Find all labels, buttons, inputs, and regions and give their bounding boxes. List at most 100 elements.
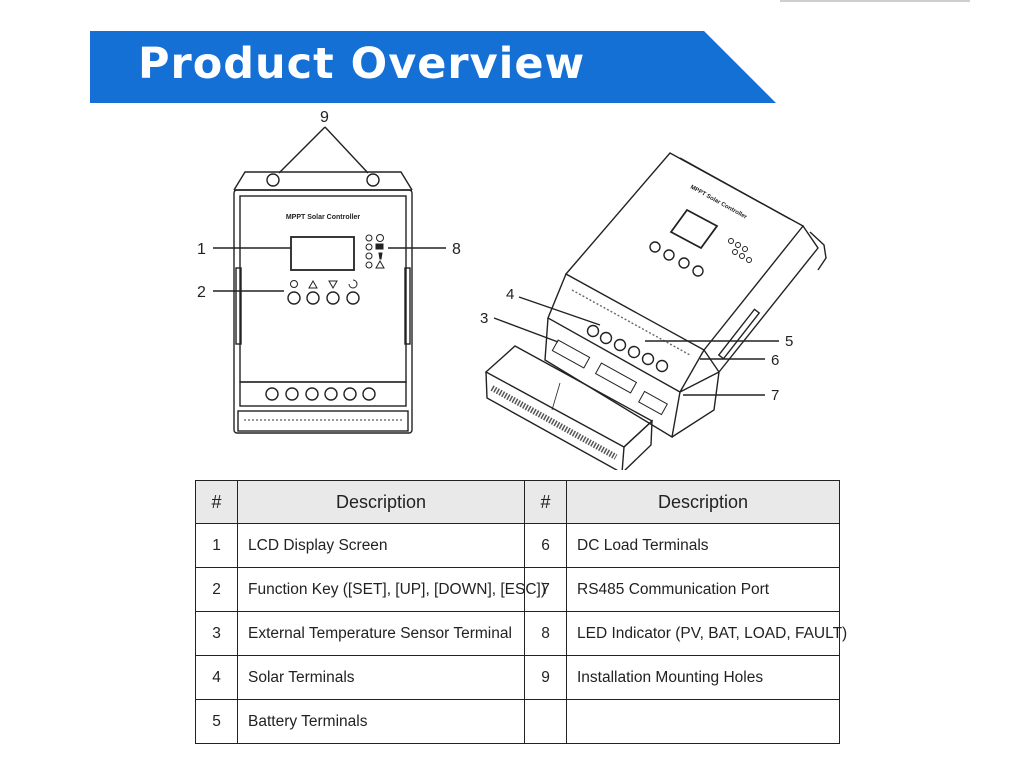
controller-body bbox=[233, 189, 413, 434]
mounting-hole-left bbox=[266, 173, 280, 187]
banner-shape bbox=[90, 31, 776, 103]
header-num-left: # bbox=[195, 480, 238, 524]
row-num: 5 bbox=[195, 699, 238, 744]
up-icon bbox=[308, 279, 318, 289]
iso-view bbox=[484, 152, 827, 470]
bulb-icon bbox=[378, 252, 383, 260]
row-desc: DC Load Terminals bbox=[566, 523, 840, 568]
row-num: 4 bbox=[195, 655, 238, 700]
key-icons bbox=[290, 279, 358, 290]
header-num-right: # bbox=[524, 480, 567, 524]
row-desc: Installation Mounting Holes bbox=[566, 655, 840, 700]
front-panel bbox=[239, 195, 407, 383]
iso-lcd-display bbox=[669, 208, 719, 250]
iso-vent-upper bbox=[571, 289, 691, 356]
led-pv bbox=[365, 234, 373, 242]
right-rail bbox=[404, 267, 411, 345]
mounting-hole-right bbox=[366, 173, 380, 187]
top-rule bbox=[780, 0, 970, 2]
iso-cover-top bbox=[484, 345, 654, 448]
table-row: 4 Solar Terminals 9 Installation Mountin… bbox=[195, 655, 840, 700]
callout-line-4 bbox=[518, 296, 601, 326]
globe-icon bbox=[376, 234, 384, 242]
iso-right-rail bbox=[809, 231, 827, 271]
callout-6: 6 bbox=[771, 352, 779, 369]
row-desc: LCD Display Screen bbox=[237, 523, 525, 568]
led-fault bbox=[365, 261, 373, 269]
table-row: 3 External Temperature Sensor Terminal 8… bbox=[195, 611, 847, 656]
set-icon bbox=[290, 280, 298, 288]
terminal-strip bbox=[239, 381, 407, 407]
row-num: 6 bbox=[524, 523, 567, 568]
page-title: Product Overview bbox=[138, 39, 586, 89]
row-desc: Function Key ([SET], [UP], [DOWN], [ESC]… bbox=[237, 567, 546, 612]
callout-line-3 bbox=[493, 317, 559, 343]
led-indicators bbox=[365, 234, 385, 269]
row-num: 9 bbox=[524, 655, 567, 700]
iso-terminal-blocks bbox=[551, 339, 668, 416]
battery-icon bbox=[375, 243, 384, 250]
iso-top-edge bbox=[679, 157, 791, 220]
key-set bbox=[287, 291, 301, 305]
table-row: 2 Function Key ([SET], [UP], [DOWN], [ES… bbox=[195, 567, 840, 612]
iso-right-side bbox=[703, 225, 819, 374]
iso-terminal-face bbox=[544, 317, 681, 439]
callout-5: 5 bbox=[785, 333, 793, 350]
iso-side-slot bbox=[717, 308, 761, 360]
iso-function-keys bbox=[649, 241, 704, 277]
row-desc: External Temperature Sensor Terminal bbox=[237, 611, 525, 656]
front-view bbox=[213, 126, 446, 434]
vent-base bbox=[237, 410, 409, 432]
row-desc: LED Indicator (PV, BAT, LOAD, FAULT) bbox=[566, 611, 847, 656]
callout-8: 8 bbox=[452, 241, 461, 258]
key-down bbox=[326, 291, 340, 305]
warning-icon bbox=[375, 259, 385, 269]
esc-icon bbox=[348, 279, 358, 289]
iso-terminal-ports bbox=[586, 324, 669, 373]
product-diagrams: 9 1 2 8 MPPT Solar Controller bbox=[197, 109, 827, 470]
iso-lower-right bbox=[671, 370, 720, 438]
row-num: 1 bbox=[195, 523, 238, 568]
iso-cover-front bbox=[485, 371, 625, 470]
row-num: 8 bbox=[524, 611, 567, 656]
callout-7: 7 bbox=[771, 387, 779, 404]
iso-cover-detail bbox=[551, 382, 561, 411]
top-bracket bbox=[233, 171, 413, 191]
function-keys bbox=[287, 291, 360, 305]
led-bat bbox=[365, 243, 373, 251]
led-load bbox=[365, 252, 373, 260]
header-desc-right: Description bbox=[566, 480, 840, 524]
iso-cover-end bbox=[623, 419, 653, 470]
callout-2: 2 bbox=[197, 284, 206, 301]
callout-3: 3 bbox=[480, 310, 488, 327]
callout-line-9a bbox=[278, 126, 326, 174]
iso-led-indicators bbox=[728, 238, 752, 263]
table-row: 5 Battery Terminals bbox=[195, 699, 840, 744]
callout-4: 4 bbox=[506, 286, 514, 303]
callout-9: 9 bbox=[320, 109, 329, 126]
iso-cover-vents bbox=[490, 385, 618, 460]
row-num: 2 bbox=[195, 567, 238, 612]
table-row: 1 LCD Display Screen 6 DC Load Terminals bbox=[195, 523, 840, 568]
row-desc: Battery Terminals bbox=[237, 699, 525, 744]
row-num bbox=[524, 699, 567, 744]
terminal-ports bbox=[265, 387, 376, 401]
callout-line-9b bbox=[324, 126, 369, 174]
row-num: 3 bbox=[195, 611, 238, 656]
row-desc: RS485 Communication Port bbox=[566, 567, 840, 612]
key-esc bbox=[346, 291, 360, 305]
parts-table: # Description # Description 1 LCD Displa… bbox=[195, 480, 847, 744]
row-desc: Solar Terminals bbox=[237, 655, 525, 700]
header-banner: Product Overview bbox=[90, 31, 776, 103]
header-desc-left: Description bbox=[237, 480, 525, 524]
iso-front-panel bbox=[564, 152, 805, 351]
front-device-label: MPPT Solar Controller bbox=[286, 214, 361, 221]
callout-1: 1 bbox=[197, 241, 206, 258]
lcd-display bbox=[290, 236, 355, 271]
left-rail bbox=[235, 267, 242, 345]
key-up bbox=[306, 291, 320, 305]
iso-lower-housing bbox=[547, 273, 705, 393]
down-icon bbox=[328, 280, 338, 290]
table-header-row: # Description # Description bbox=[195, 480, 840, 524]
row-desc bbox=[566, 699, 840, 744]
